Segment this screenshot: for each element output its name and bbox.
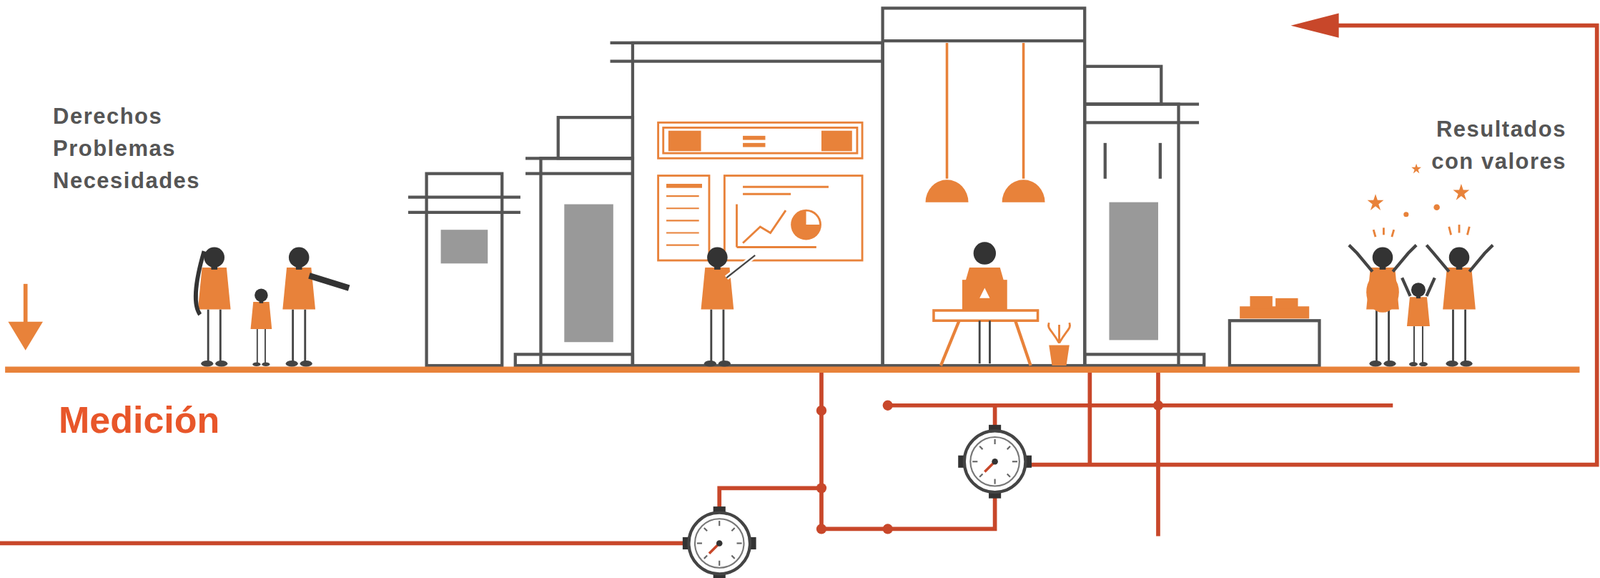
measurement-title: Medición [58,397,220,442]
output-label: Resultados con valores [1412,112,1567,178]
input-label: Derechos Problemas Necesidades [52,100,201,197]
